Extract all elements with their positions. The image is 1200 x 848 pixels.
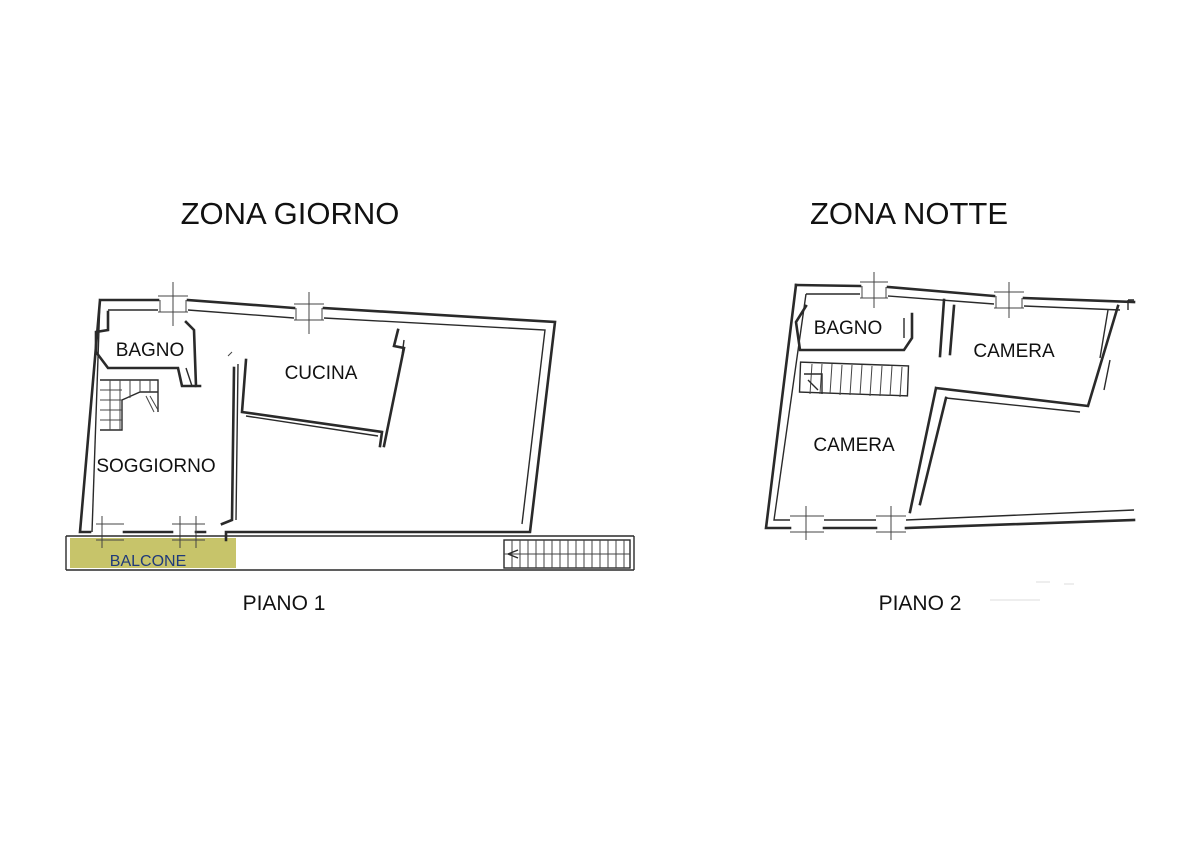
windows-piano-2: [790, 272, 1024, 540]
stair-piano-1: [100, 379, 159, 431]
heading-zona-notte: ZONA NOTTE: [810, 196, 1008, 231]
plan-piano-1: ZONA GIORNO: [65, 196, 635, 615]
room-label-balcone: BALCONE: [110, 553, 186, 570]
scan-artifact: [990, 581, 1074, 601]
windows-piano-1: [96, 282, 324, 548]
bagno-walls-piano-2: [794, 304, 914, 352]
caption-piano-2: PIANO 2: [879, 592, 962, 615]
outer-walls-piano-1: [78, 298, 557, 542]
bagno-walls-piano-1: [94, 310, 202, 388]
caption-piano-1: PIANO 1: [243, 592, 326, 615]
room-label-soggiorno: SOGGIORNO: [96, 456, 215, 477]
heading-zona-giorno: ZONA GIORNO: [181, 196, 400, 231]
room-label-bagno-piano-2: BAGNO: [814, 318, 883, 339]
plan-piano-2: ZONA NOTTE: [764, 196, 1136, 615]
room-label-bagno-piano-1: BAGNO: [116, 340, 185, 361]
room-label-cucina: CUCINA: [285, 363, 358, 384]
room-label-camera-2: CAMERA: [813, 435, 895, 456]
outer-walls-piano-2: [764, 283, 1136, 530]
room-label-camera-1: CAMERA: [973, 341, 1055, 362]
stair-piano-2: [798, 361, 910, 398]
balcony-area: [70, 538, 236, 568]
cucina-walls-piano-1: [220, 328, 406, 526]
terrace-piano-1: [65, 535, 635, 571]
camera-walls-piano-2: [908, 298, 1134, 514]
exterior-stair-piano-1: [503, 539, 631, 569]
